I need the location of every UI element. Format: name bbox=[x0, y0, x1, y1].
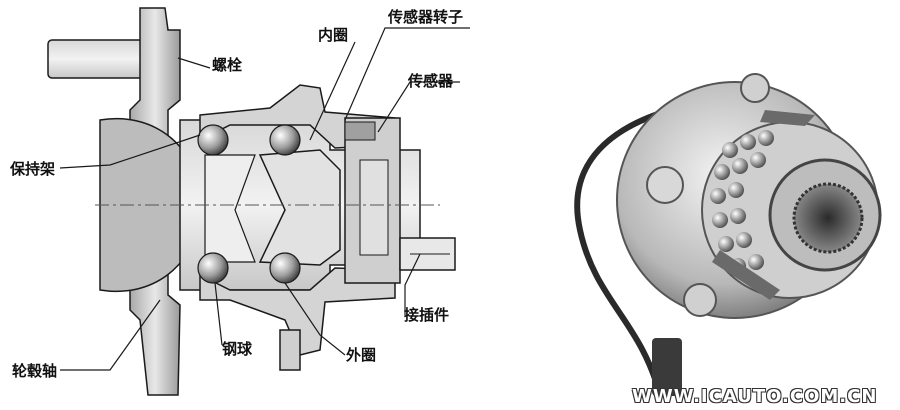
label-outer-ring: 外圈 bbox=[346, 346, 377, 364]
label-bolt: 螺栓 bbox=[212, 56, 243, 74]
label-sensor: 传感器 bbox=[408, 72, 454, 90]
label-connector: 接插件 bbox=[404, 306, 450, 324]
label-steel-ball: 钢球 bbox=[222, 340, 253, 358]
inner-ring-part bbox=[204, 149, 341, 266]
watermark: WWW.ICAUTO.COM.CN bbox=[632, 386, 878, 407]
hub-flange-disc bbox=[616, 81, 854, 319]
connector-part bbox=[399, 237, 456, 271]
leader-lines bbox=[59, 27, 470, 371]
cross-section-drawing bbox=[47, 7, 470, 396]
bearing-ball-rows bbox=[710, 130, 774, 274]
label-inner-ring: 内圈 bbox=[318, 26, 349, 44]
label-hub-shaft: 轮毂轴 bbox=[12, 362, 58, 380]
label-sensor-rotor: 传感器转子 bbox=[388, 8, 464, 26]
sensor-part bbox=[344, 117, 401, 284]
label-cage: 保持架 bbox=[10, 160, 56, 178]
